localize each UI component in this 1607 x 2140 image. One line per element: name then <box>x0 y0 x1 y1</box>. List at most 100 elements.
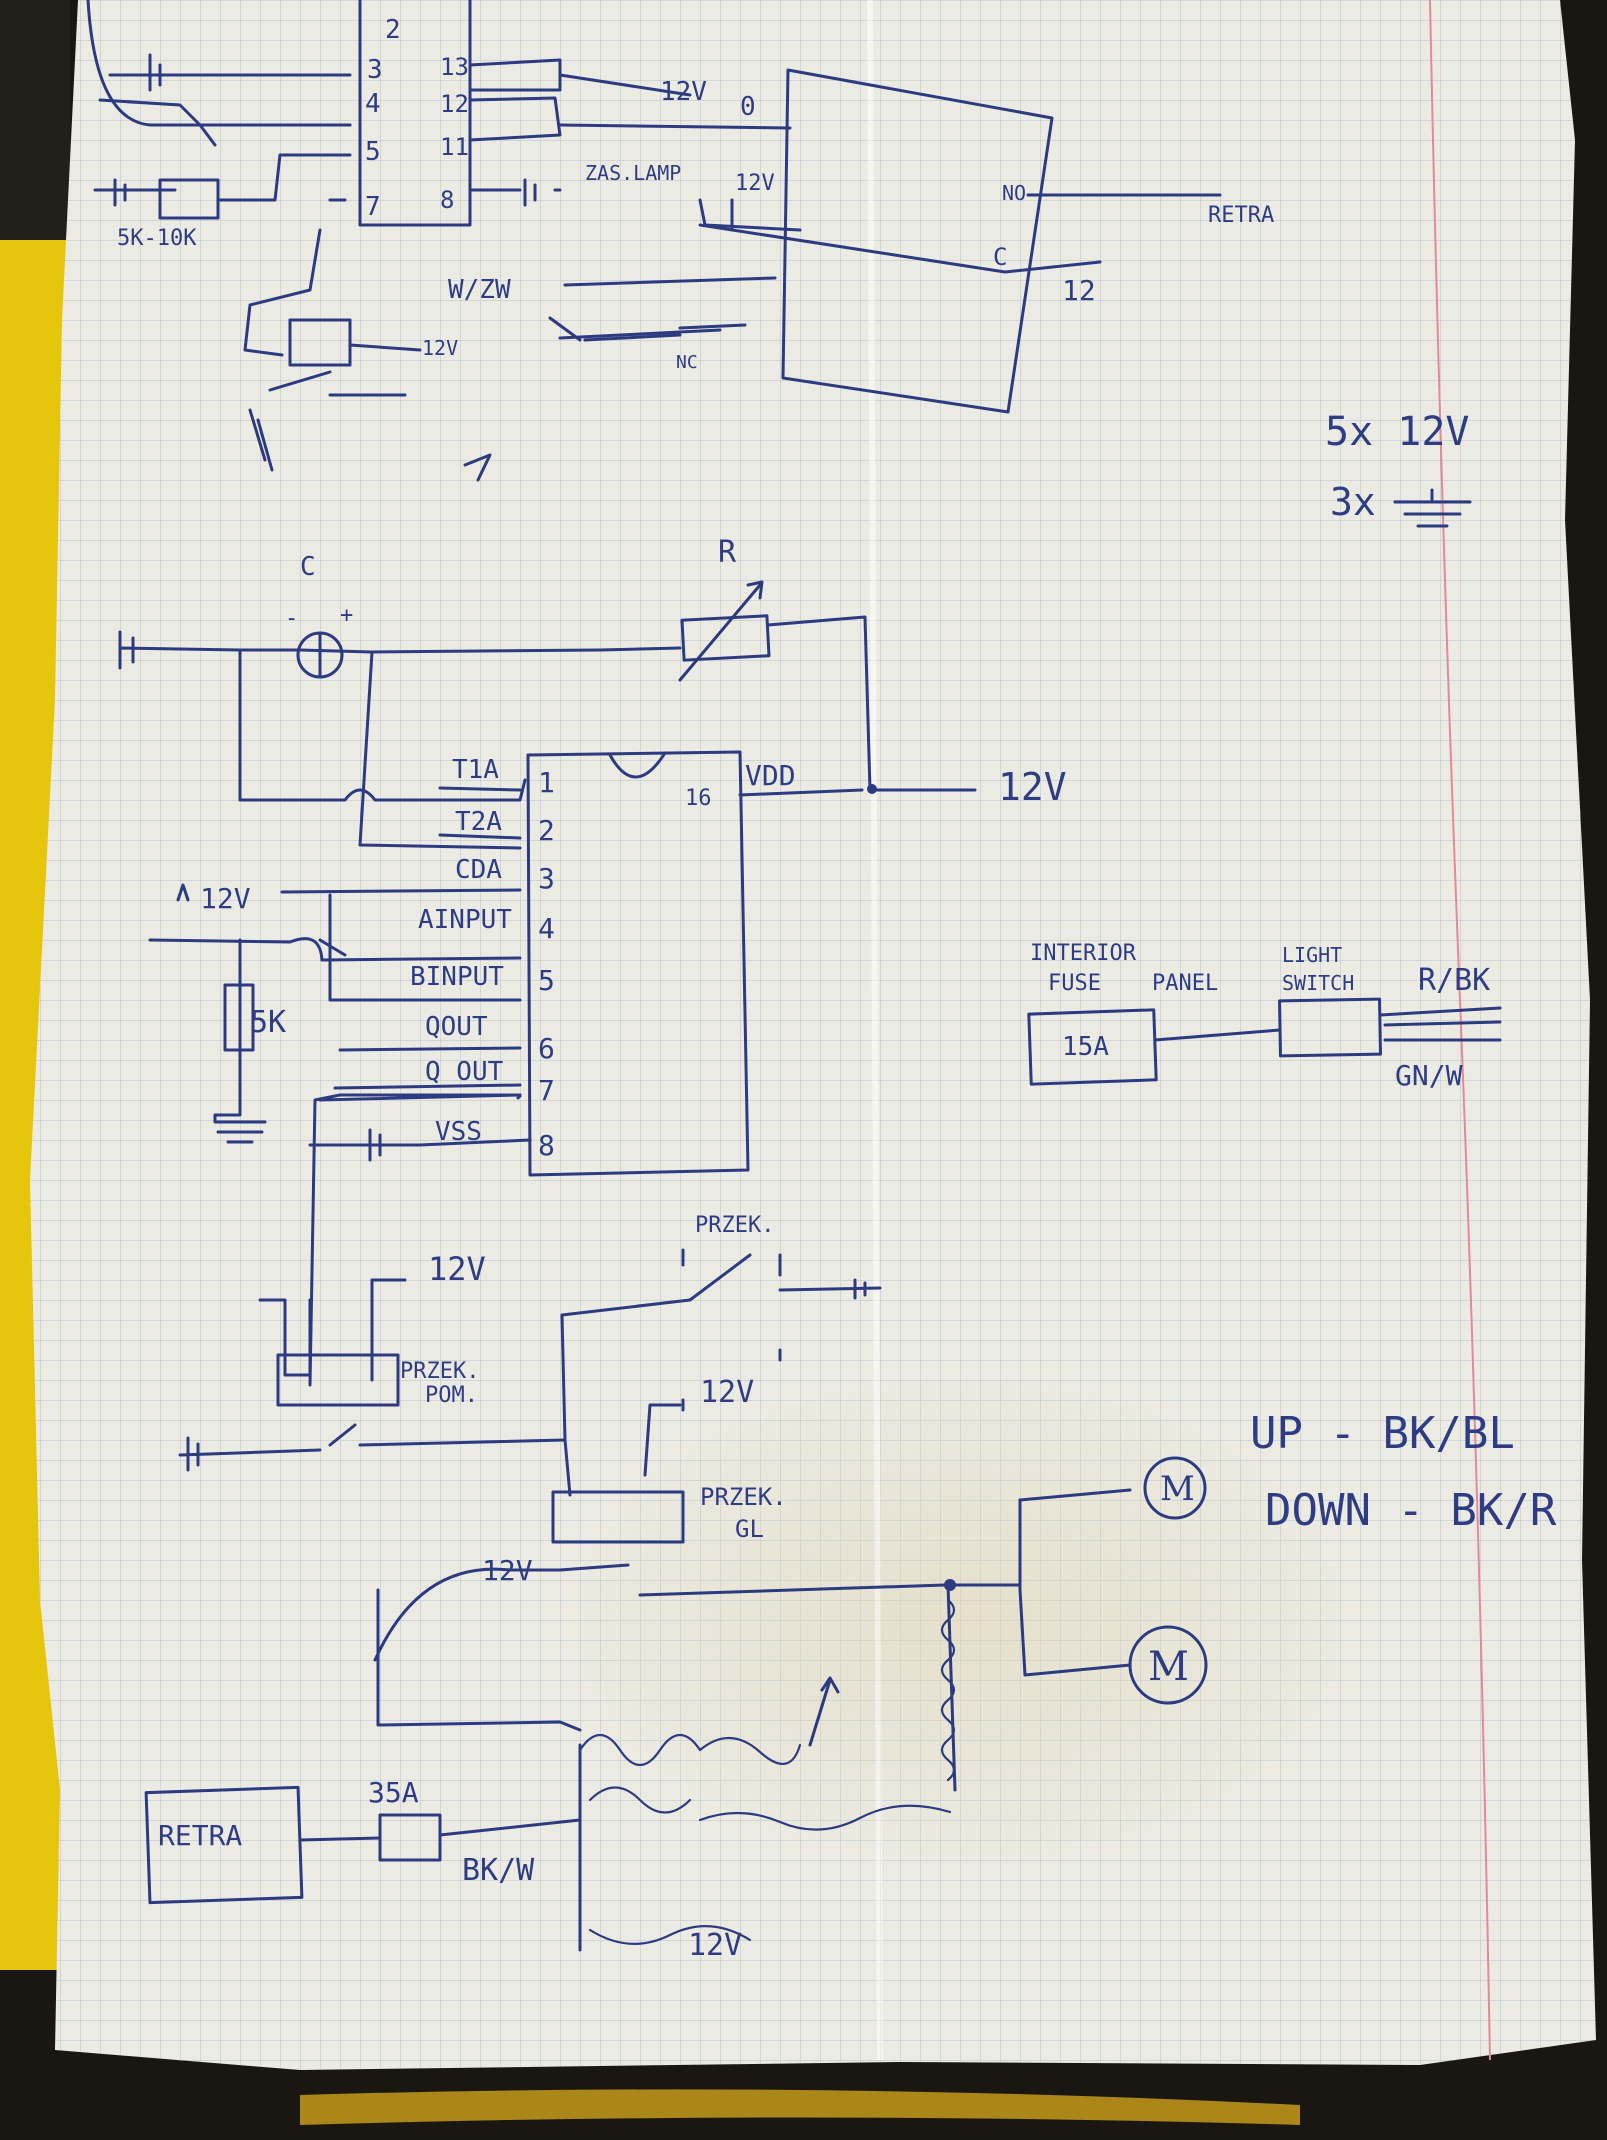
zero-label: 0 <box>740 92 756 122</box>
wire <box>98 98 352 147</box>
wire <box>86 0 352 127</box>
ic-pin-name: T1A <box>452 755 499 785</box>
relay-pom-supply: 12V <box>428 1250 486 1288</box>
dashed-marks <box>681 1248 782 1412</box>
pin-label: 7 <box>365 192 381 222</box>
wiring-loom <box>940 1598 956 1782</box>
motor-wire <box>1018 1488 1132 1502</box>
wire <box>216 153 352 202</box>
ground-rail <box>118 630 682 670</box>
motor-up <box>1143 1456 1207 1520</box>
ic-pin-name: BINPUT <box>410 962 504 992</box>
pin-line <box>438 786 522 840</box>
fuse-panel-section <box>1027 997 1502 1086</box>
relay-box <box>781 68 1054 414</box>
pin-label: 12 <box>440 90 469 118</box>
wire <box>318 893 522 1002</box>
wire-bundle <box>578 1733 802 1767</box>
wire <box>308 1093 522 1387</box>
relay-contact <box>328 1423 567 1447</box>
ic-pin-name: CDA <box>455 855 502 885</box>
input-supply-label: 12V <box>200 882 251 915</box>
switch-contact <box>560 1253 752 1442</box>
top-12v-label: 12V <box>660 77 707 107</box>
relay-coil-label: 12V <box>422 336 458 360</box>
nc-label: NC <box>676 352 698 373</box>
ic-pin-name: AINPUT <box>418 905 512 935</box>
relay-coil <box>288 318 352 367</box>
ic-pin-number: 8 <box>538 1129 555 1162</box>
pin-line <box>280 888 522 894</box>
motor-wire <box>1018 1588 1132 1677</box>
pulldown-label: 5K <box>250 1005 286 1040</box>
ic-pin-name: Q OUT <box>425 1057 504 1087</box>
out-label: 12 <box>1062 274 1096 307</box>
relay-pom-coil <box>276 1353 400 1407</box>
motor-down-symbol: M <box>1148 1644 1189 1690</box>
wire <box>1378 1006 1502 1042</box>
connector-block <box>358 0 472 227</box>
wire <box>238 648 527 802</box>
pin-label: 3 <box>367 55 383 85</box>
ground-symbol <box>213 938 267 1144</box>
timer-ic-section <box>118 580 977 1387</box>
potentiometer <box>680 614 771 662</box>
lower-section <box>144 1248 1208 1952</box>
wire-2-label: GN/W <box>1395 1059 1463 1092</box>
top-relay-section <box>86 0 1222 482</box>
light-label: LIGHT <box>1282 943 1342 967</box>
yellow-edge <box>300 2089 1300 2125</box>
switch-label: PRZEK. <box>695 1213 774 1238</box>
wire-bundle <box>588 1925 752 1945</box>
relay-gl-label-2: GL <box>735 1515 764 1543</box>
wire-bundle <box>698 1804 952 1831</box>
wire-down-note: DOWN - BK/R <box>1265 1485 1557 1536</box>
ground-count-note: 3x <box>1330 480 1376 524</box>
wire <box>558 123 792 130</box>
relay-gl-supply: 12V <box>700 1375 754 1410</box>
ic-pin-name: QOUT <box>425 1012 488 1042</box>
wire <box>738 788 864 797</box>
wire-color-label: BK/W <box>462 1853 535 1888</box>
margin-line <box>1429 0 1491 2061</box>
input-label: W/ZW <box>448 275 511 305</box>
main-fuse <box>378 1813 442 1862</box>
resistor-label: 5K-10K <box>117 226 197 251</box>
fuse-value: 15A <box>1062 1032 1109 1062</box>
ic-pin-number: 5 <box>538 964 555 997</box>
ground-symbol <box>108 53 352 92</box>
ground-symbol <box>778 1278 882 1300</box>
relay-gl-coil <box>551 1490 685 1544</box>
contact-12v-label: 12V <box>482 1554 533 1587</box>
pin-label: 8 <box>440 186 454 214</box>
wire <box>268 343 422 397</box>
ground-symbol <box>468 178 562 207</box>
ic-pin-number: 7 <box>538 1074 555 1107</box>
ic-body <box>526 750 750 1177</box>
wire-up-note: UP - BK/BL <box>1250 1408 1515 1459</box>
c-label: C <box>993 243 1007 271</box>
vdd-label: VDD <box>745 759 796 792</box>
wire <box>558 73 692 97</box>
in-12v-label: 12V <box>735 171 775 196</box>
supply-arrow <box>176 883 190 902</box>
wire <box>373 1563 947 1662</box>
pin-label: 5 <box>365 137 381 167</box>
motor-down <box>1128 1625 1208 1705</box>
pot-label: R <box>718 535 737 570</box>
ic-notch <box>608 751 667 779</box>
relay-gl-label-1: PRZEK. <box>700 1483 787 1511</box>
ic-pin-number: 3 <box>538 862 555 895</box>
paper-fold <box>867 0 883 2061</box>
wire <box>370 1278 407 1382</box>
wire <box>766 615 977 792</box>
fuse-label: FUSE <box>1048 971 1101 996</box>
wire <box>698 223 1102 274</box>
wire <box>358 650 522 850</box>
wire <box>1153 1028 1282 1042</box>
supply-count-note: 5x 12V <box>1325 409 1470 455</box>
wire-1-label: R/BK <box>1418 963 1490 998</box>
wire <box>298 1836 382 1842</box>
relay-pom-label-2: POM. <box>425 1383 478 1408</box>
no-label: NO <box>1002 181 1026 205</box>
